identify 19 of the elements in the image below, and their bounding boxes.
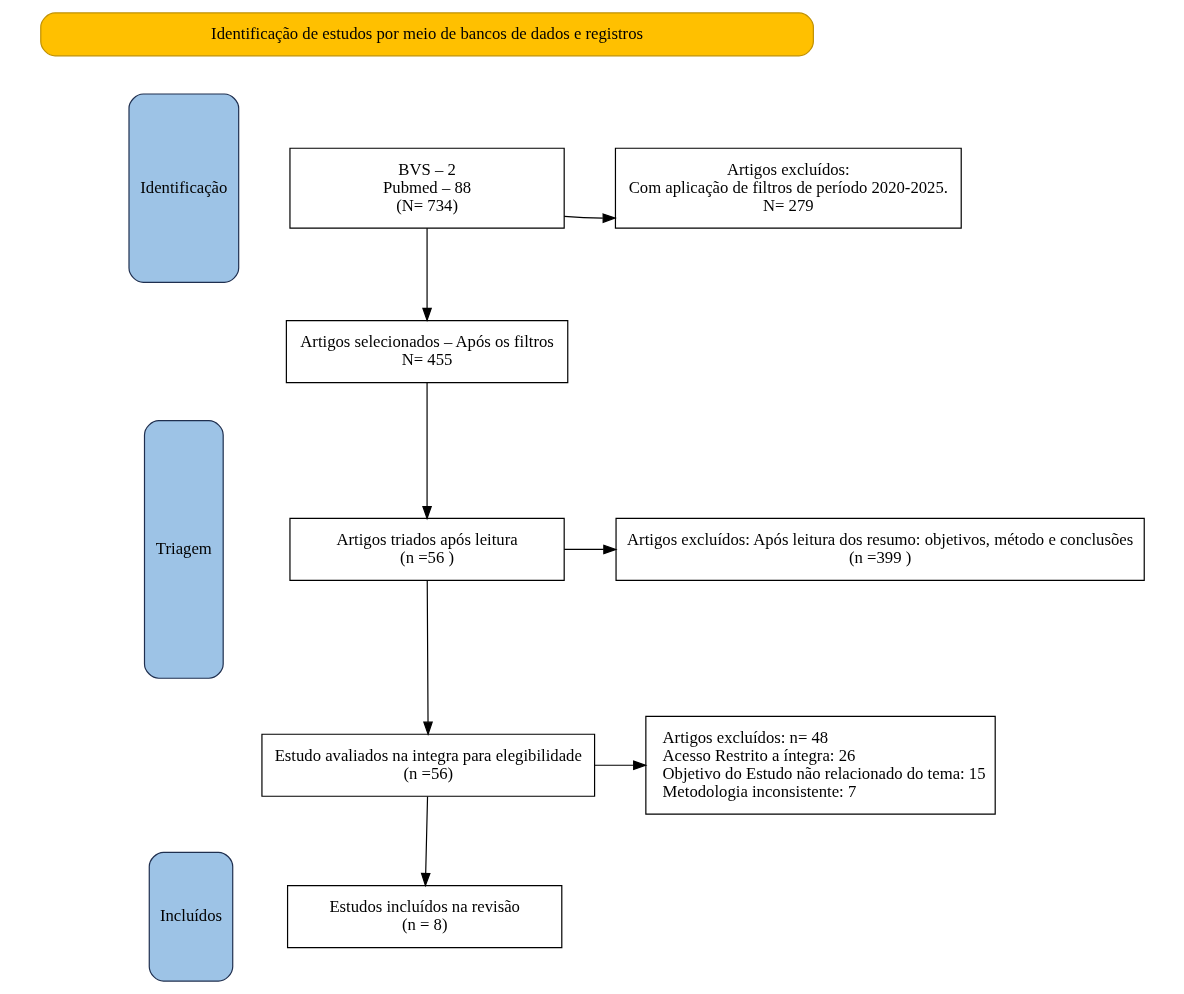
arrow: [563, 213, 617, 224]
node-box: Identificação: [127, 93, 239, 283]
arrow: [422, 580, 433, 736]
node-box: BVS – 2 Pubmed – 88 (N= 734): [288, 147, 565, 229]
node-box: Artigos triados após leitura (n =56 ): [288, 517, 565, 582]
node-box: Artigos excluídos: n= 48 Acesso Restrito a íntegra: 26 Objetivo do Estudo não relacionado do tema: 15 Metodologia inconsistente: 7: [644, 715, 996, 815]
node-box: Artigos excluídos: Com aplicação de filtros de período 2020-2025. N= 279: [614, 147, 962, 229]
node-box: Artigos selecionados – Após os filtros N= 455: [285, 319, 568, 384]
arrow: [420, 796, 431, 888]
node-box: Estudos incluídos na revisão (n = 8): [286, 885, 562, 949]
arrow: [563, 544, 618, 555]
node-box: Estudo avaliados na integra para elegibilidade (n =56): [260, 733, 595, 797]
node-box: Triagem: [143, 420, 224, 679]
node-box: Identificação de estudos por meio de bancos de dados e registros: [39, 12, 814, 57]
arrow: [421, 382, 432, 521]
node-box: Incluídos: [148, 851, 233, 982]
node-box: Artigos excluídos: Após leitura dos resumo: objetivos, método e conclusões (n =399 ): [614, 517, 1145, 582]
arrow: [593, 760, 647, 771]
arrow: [421, 227, 432, 323]
